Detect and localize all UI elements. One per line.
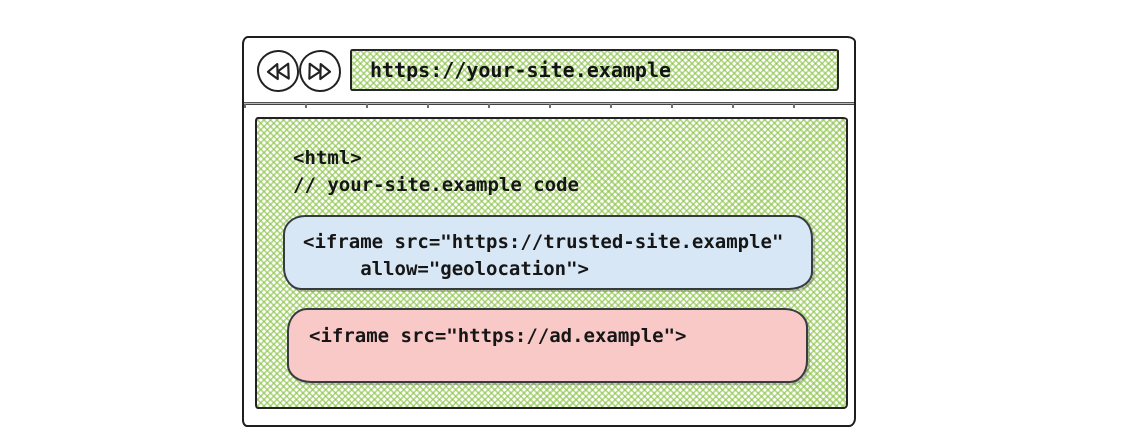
ad-iframe-box: <iframe src="https://ad.example"> (287, 308, 808, 383)
double-left-arrow-icon (266, 62, 290, 80)
trusted-iframe-code-line-1: <iframe src="https://trusted-site.exampl… (303, 231, 784, 253)
address-url: https://your-site.example (370, 58, 672, 82)
forward-button[interactable] (298, 49, 342, 93)
back-button[interactable] (256, 49, 300, 93)
ad-iframe-code-line-1: <iframe src="https://ad.example"> (309, 325, 687, 347)
address-bar[interactable]: https://your-site.example (350, 49, 839, 91)
toolbar-divider (244, 102, 854, 105)
trusted-iframe-code-line-2: allow="geolocation"> (303, 258, 589, 280)
page-code: <html> // your-site.example code (293, 145, 579, 199)
code-line-comment: // your-site.example code (293, 174, 579, 196)
code-line-html: <html> (293, 147, 362, 169)
trusted-iframe-box: <iframe src="https://trusted-site.exampl… (283, 215, 813, 290)
page-content-panel: <html> // your-site.example code <iframe… (255, 117, 848, 409)
double-right-arrow-icon (308, 62, 332, 80)
browser-window: https://your-site.example <html> // your… (242, 36, 856, 427)
